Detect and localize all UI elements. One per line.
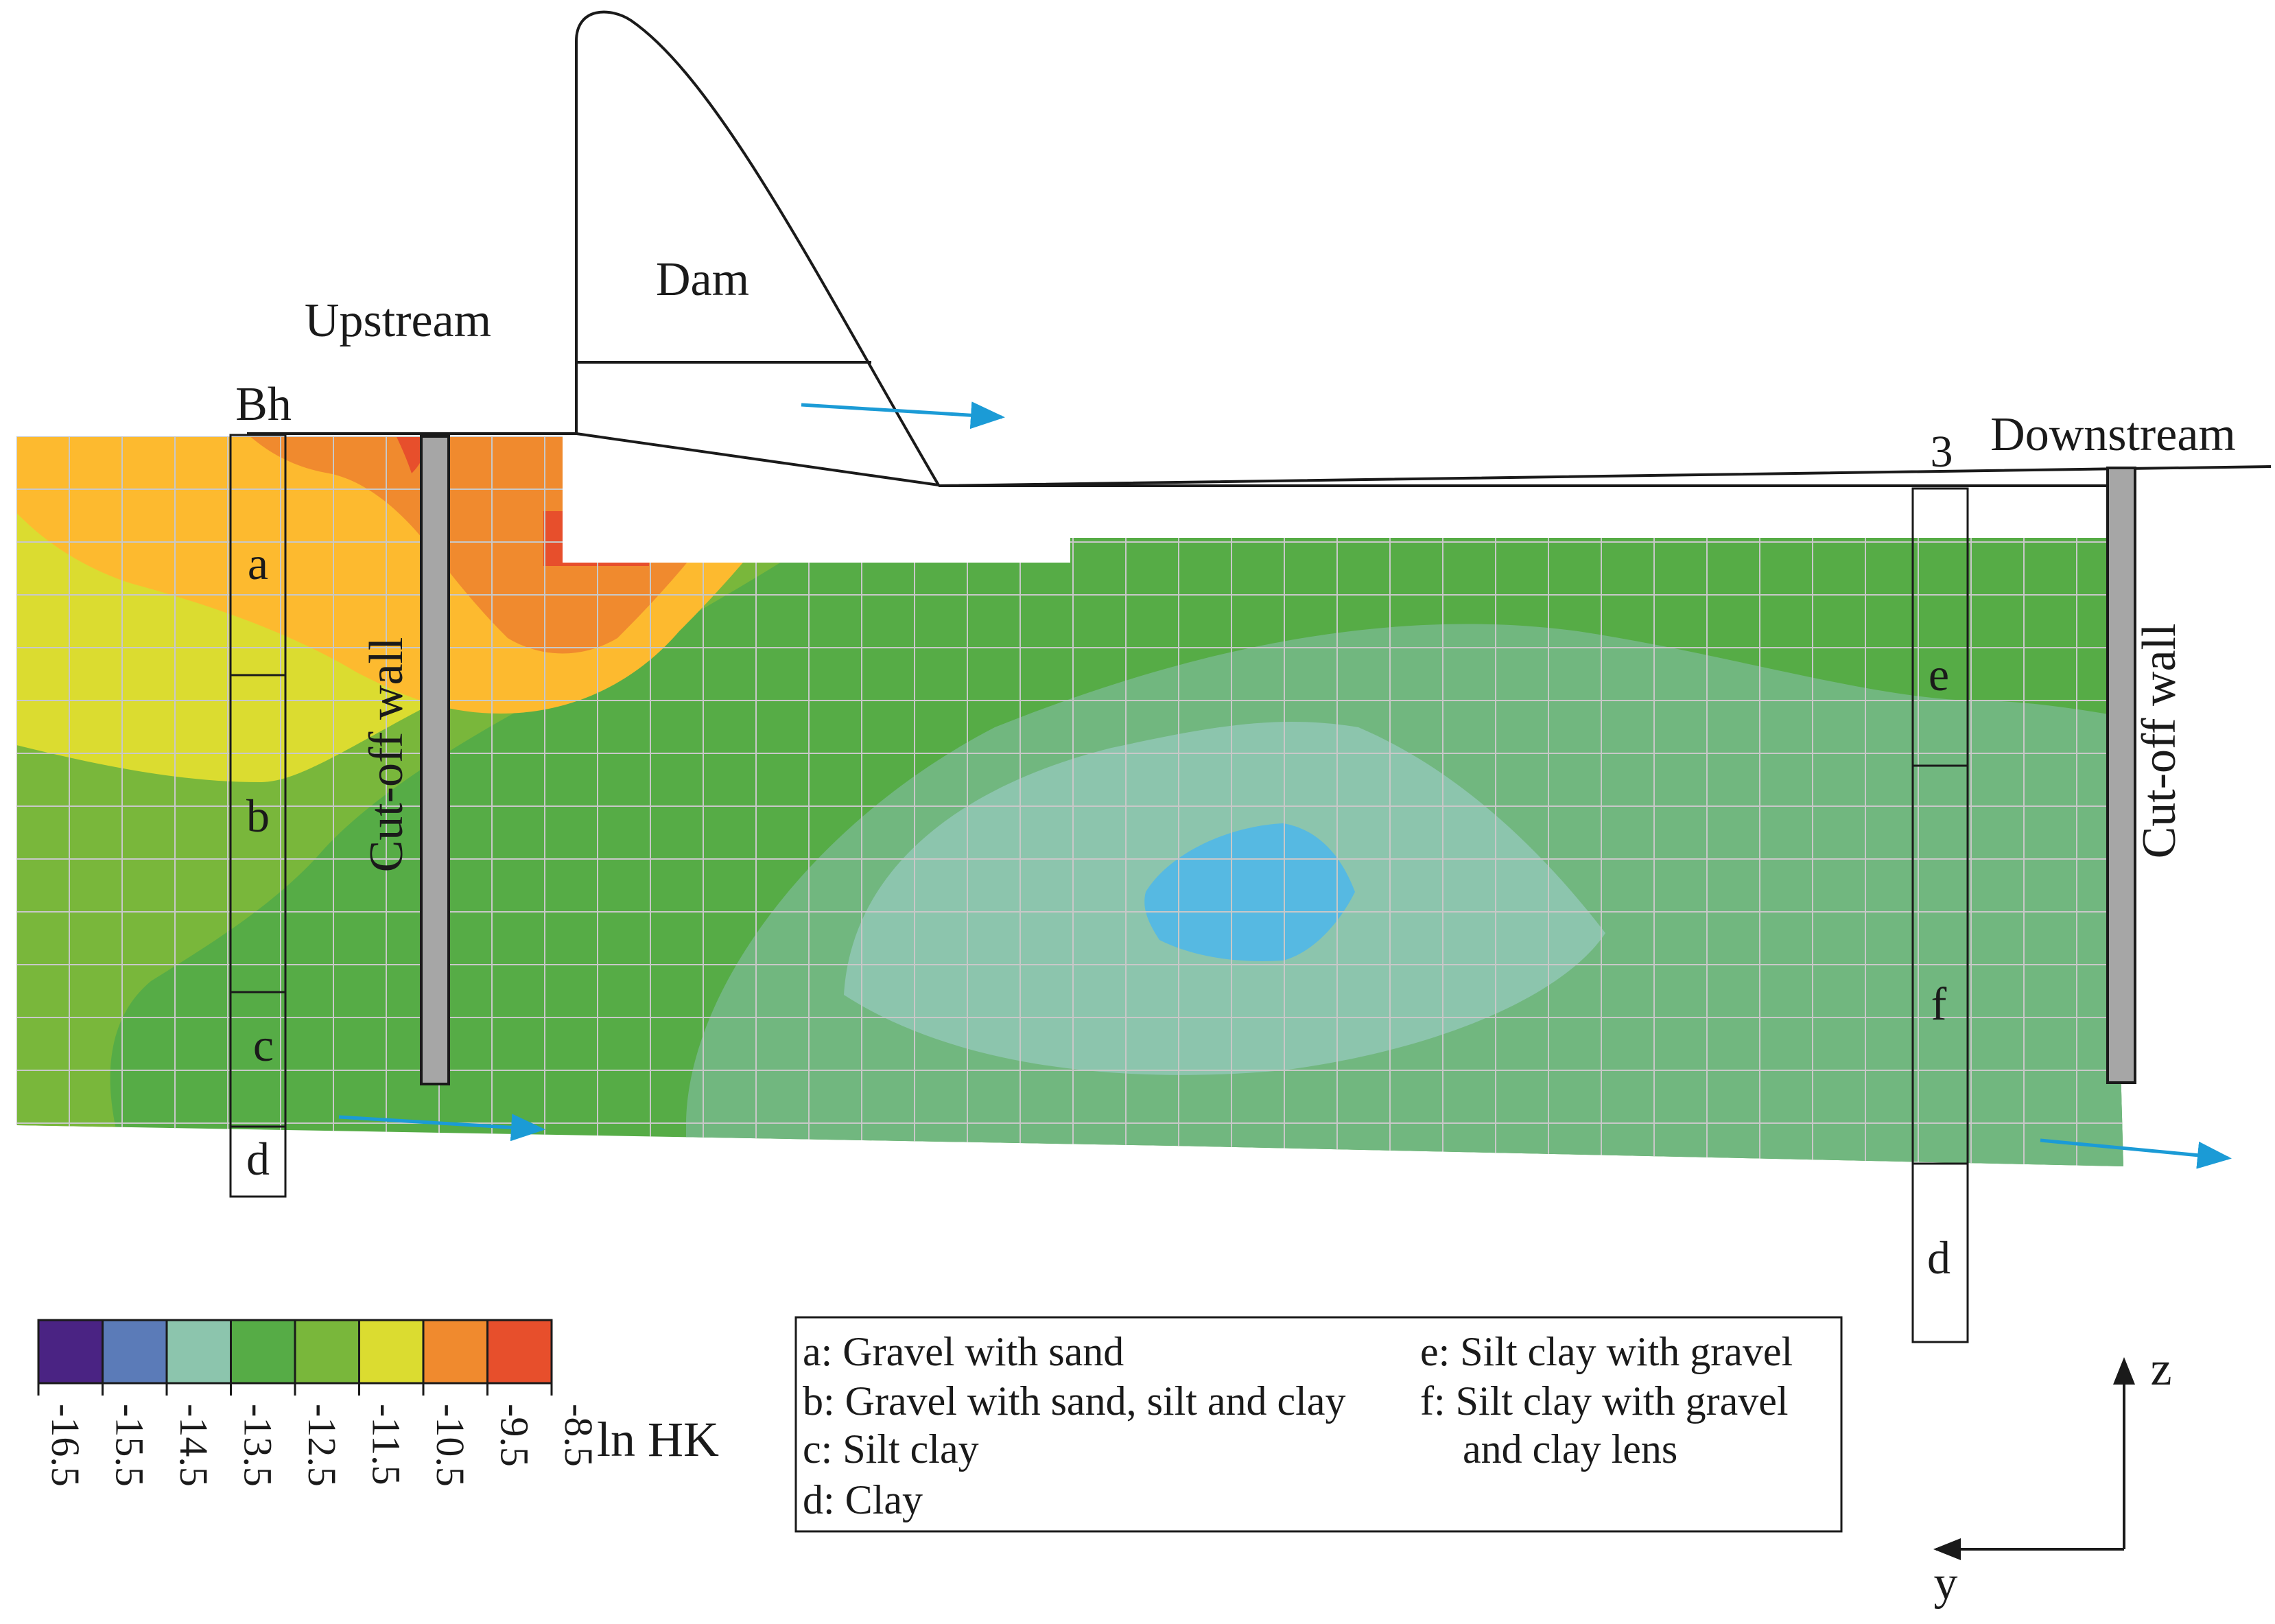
- borehole-bh: [229, 434, 287, 1198]
- legend-item-c: c: Silt clay: [803, 1426, 979, 1472]
- colorbar-swatch: [37, 1319, 104, 1385]
- flow-arrow-dam: [801, 401, 1005, 429]
- colorbar-unit-label: ln HK: [597, 1412, 719, 1467]
- colorbar-tick-label: -16.5: [43, 1404, 88, 1487]
- legend-frame: [794, 1316, 1843, 1533]
- colorbar-tick-label: -14.5: [172, 1404, 216, 1487]
- upstream-label: Upstream: [305, 294, 491, 347]
- borehole-3-label: 3: [1931, 427, 1953, 477]
- legend-item-f: f: Silt clay with gravel: [1420, 1378, 1789, 1424]
- borehole-bh-column: [229, 434, 287, 1198]
- layer-c-label: c: [253, 1019, 274, 1071]
- colorbar-tick-label: -10.5: [428, 1404, 473, 1487]
- legend-box: a: Gravel with sand b: Gravel with sand,…: [794, 1316, 1843, 1533]
- colorbar: -16.5 -15.5 -14.5 -13.5 -12.5 -11.5 -10.5 -9.5-…: [37, 1319, 601, 1487]
- gallery-block: [543, 511, 649, 566]
- legend-item-e: e: Silt clay with gravel: [1420, 1329, 1793, 1374]
- layer-e-label: e: [1929, 648, 1949, 701]
- z-axis-label: z: [2150, 1343, 2171, 1396]
- cutoff-wall-left: [420, 435, 450, 1085]
- colorbar-swatch: [230, 1319, 296, 1385]
- colorbar-swatch: [358, 1319, 425, 1385]
- legend-item-d: d: Clay: [803, 1477, 923, 1522]
- layer-d2-label: d: [1927, 1232, 1950, 1284]
- flow-arrow-downstream: [2040, 1138, 2232, 1169]
- colorbar-tick-label: -12.5: [300, 1404, 344, 1487]
- borehole-bh-label: Bh: [235, 378, 292, 431]
- colorbar-swatch: [165, 1319, 232, 1385]
- layer-d-label: d: [246, 1133, 270, 1185]
- y-axis-label: y: [1934, 1557, 1958, 1610]
- downstream-label: Downstream: [1990, 408, 2236, 461]
- colorbar-tick-label: -11.5: [364, 1404, 409, 1485]
- colorbar-swatch: [422, 1319, 488, 1385]
- dam-body-outline: [575, 10, 941, 487]
- colorbar-swatch: [486, 1319, 553, 1385]
- colorbar-tick-label: -9.5: [493, 1404, 537, 1467]
- layer-f-label: f: [1931, 978, 1947, 1030]
- legend-item-f-cont: and clay lens: [1463, 1426, 1677, 1472]
- colorbar-tick-label: -8.5: [556, 1404, 601, 1467]
- zone-minus-15-5: [1144, 823, 1355, 961]
- legend-item-b: b: Gravel with sand, silt and clay: [803, 1378, 1345, 1424]
- conductivity-field: [16, 436, 2123, 1166]
- colorbar-tick-label: -15.5: [108, 1404, 152, 1487]
- colorbar-tick-label: -13.5: [236, 1404, 281, 1487]
- borehole-3-column: [1911, 487, 1969, 1343]
- dam-label: Dam: [656, 253, 749, 306]
- cutoff-wall-right: [2106, 467, 2136, 1084]
- colorbar-swatch: [294, 1319, 360, 1385]
- colorbar-swatch: [102, 1319, 168, 1385]
- cutoff-wall-right-label: Cut-off wall: [2133, 624, 2186, 859]
- axis-indicator: [1933, 1357, 2135, 1560]
- dam-structure: [247, 10, 2272, 487]
- flow-arrows: [338, 401, 2232, 1169]
- borehole-3: [1911, 487, 1969, 1343]
- flow-arrow-upstream: [338, 1114, 545, 1142]
- ground-surface-line: [247, 432, 2272, 487]
- layer-b-label: b: [246, 790, 270, 842]
- cutoff-wall-left-label: Cut-off wall: [360, 637, 413, 873]
- legend-item-a: a: Gravel with sand: [803, 1329, 1124, 1374]
- layer-a-label: a: [248, 537, 268, 589]
